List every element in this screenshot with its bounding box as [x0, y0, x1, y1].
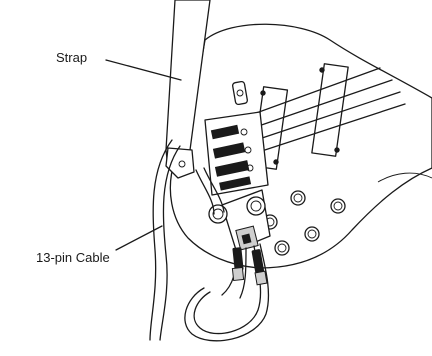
strap-leader-line [106, 60, 181, 80]
bridge [205, 112, 268, 195]
cable-label: 13-pin Cable [36, 250, 110, 265]
strap-label: Strap [56, 50, 87, 65]
